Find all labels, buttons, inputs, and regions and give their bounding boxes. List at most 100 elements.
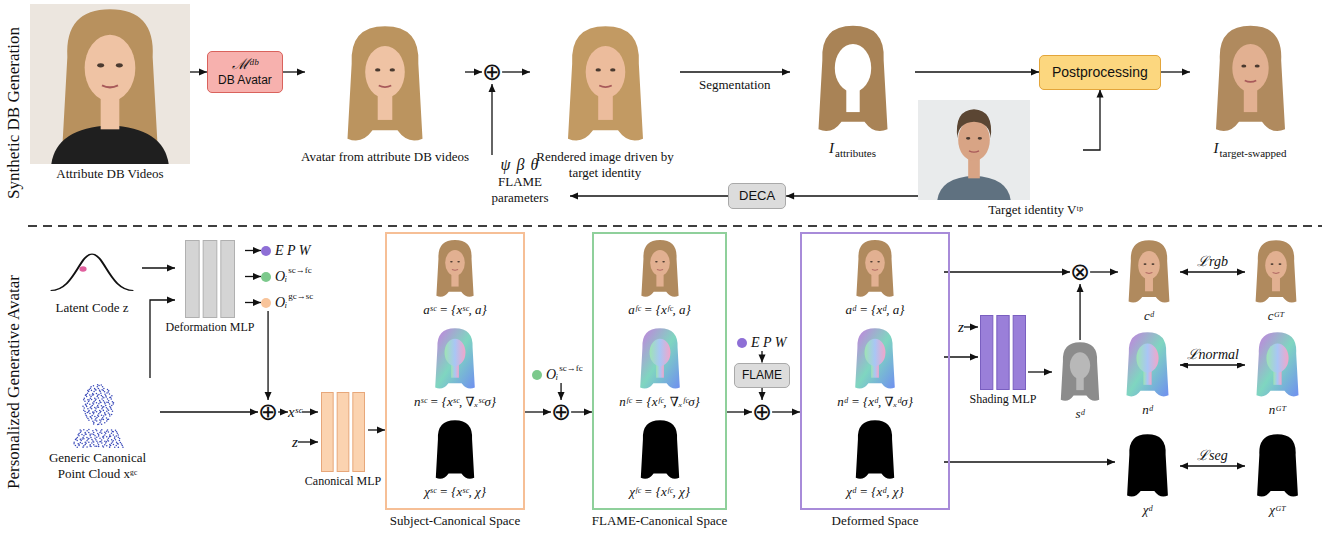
connector [142, 265, 175, 272]
caption: Latent Code z [42, 300, 142, 316]
connector [150, 297, 175, 379]
section-label: Personalized Generative Avatar [4, 275, 23, 489]
connector-line [1079, 284, 1080, 340]
connector [245, 247, 261, 254]
output-label: Oᵢ [275, 268, 287, 285]
space-panel: Subject-Canonical Spaceaˢᶜ = {xˢᶜ, a}nˢᶜ… [385, 232, 525, 510]
connector [964, 324, 978, 331]
operator-symbol: ⊕ [482, 60, 502, 84]
arrow-head [584, 409, 592, 416]
connector [1077, 284, 1084, 340]
connector-line [786, 195, 918, 196]
connector [245, 273, 261, 280]
space-render: aᵈ = {xᵈ, a} [806, 238, 944, 318]
illustration [1245, 432, 1310, 500]
output-label: Oᵢ [275, 294, 287, 311]
arrow-head [199, 69, 207, 76]
caption-text: I [1214, 139, 1219, 157]
space-panel: FLAME-Canonical Spaceaᶠᶜ = {xᶠᶜ, a}nᶠᶜ =… [592, 232, 727, 510]
output-image: nᵈ [1115, 330, 1180, 418]
illustration [844, 238, 906, 300]
sum-operator: ⊕ [258, 400, 278, 424]
caption: Generic Canonical Point Cloud xᵍᶜ [35, 450, 160, 482]
driven-render: Rendered image driven by target identity [530, 22, 680, 181]
mlp-block: Deformation MLP [175, 240, 245, 335]
arrow-head [1180, 269, 1188, 276]
connector [160, 409, 258, 416]
arrow-head [1237, 269, 1245, 276]
illustration [1115, 432, 1180, 500]
connector [190, 69, 207, 76]
connector [558, 383, 565, 400]
arrow-head [786, 193, 794, 200]
arrow-head [167, 265, 175, 272]
offset-output: Oᵢsc→fc [532, 366, 583, 383]
arrow-head [280, 409, 288, 416]
operator-symbol: ⊗ [1070, 260, 1090, 284]
box-text: DB Avatar [218, 73, 272, 88]
connector-line [150, 300, 175, 378]
point-label: xˢᶜ [288, 403, 302, 421]
arrow-head [970, 324, 978, 331]
space-render: aˢᶜ = {xˢᶜ, a} [391, 238, 519, 318]
arrow-head [1062, 269, 1070, 276]
arrow-head [558, 392, 565, 400]
caption-text: nᵈ [1142, 402, 1153, 418]
caption-text: aᵈ = {xᵈ, a} [845, 302, 904, 318]
mlp-layers [185, 240, 235, 318]
section-label-wrap: Personalized Generative Avatar [3, 232, 25, 532]
caption: nˢᶜ = {xˢᶜ, ∇ₓˢᶜσ} [391, 394, 519, 410]
arrow-head [792, 409, 800, 416]
connector-line [267, 311, 268, 400]
label-text: xˢᶜ [288, 403, 302, 421]
edge-label-wrap: ℒseg [1195, 446, 1230, 464]
avatar-render: Avatar from attribute DB videos [305, 22, 465, 165]
edge-label-wrap: Segmentation [697, 75, 773, 93]
arrow-head [570, 193, 578, 200]
illustration [30, 4, 190, 164]
connector-line [160, 411, 258, 412]
connector [1090, 269, 1118, 276]
caption-text: Attribute DB Videos [56, 166, 163, 182]
illustration [844, 326, 906, 392]
arrow-head [1044, 369, 1052, 376]
panel-caption: Deformed Space [832, 513, 919, 528]
caption: χᵈ = {xᵈ, χ} [806, 484, 944, 500]
space-render: nᵈ = {xᵈ, ∇ₓᵈσ} [806, 326, 944, 410]
arrow-head [474, 69, 482, 76]
caption: cᴳᵀ [1245, 308, 1307, 324]
caption-text: sᵈ [1075, 406, 1084, 422]
caption: Iattributes [790, 139, 915, 157]
caption-text: Shading MLP [970, 392, 1037, 407]
encoder-box: DECA [728, 183, 786, 209]
arrow-head [744, 409, 752, 416]
illustration [844, 418, 906, 482]
caption: nᵈ [1115, 402, 1180, 418]
caption: Deformation MLP [175, 320, 245, 335]
param-output: E P W [737, 334, 787, 351]
illustration [1245, 238, 1307, 306]
connector-line [1180, 465, 1245, 466]
connector [298, 439, 318, 446]
bullet-dot [261, 298, 271, 308]
bullet-dot [737, 338, 747, 348]
edge-label: ℒseg [1197, 448, 1228, 463]
caption-text: Rendered image driven by target identity [530, 149, 680, 181]
space-panel: Deformed Spaceaᵈ = {xᵈ, a}nᵈ = {xᵈ, ∇ₓᵈσ… [800, 232, 950, 510]
caption-text: χᶠᶜ = {xᶠᶜ, χ} [629, 484, 690, 500]
sum-operator: ⊕ [752, 400, 772, 424]
latent-label: z [958, 318, 964, 336]
arrow-head [265, 392, 272, 400]
caption-wrap: Deformed Space [832, 511, 919, 529]
caption: Itarget-swapped [1190, 139, 1310, 157]
latent-label: z [292, 433, 298, 451]
illustration [1115, 330, 1180, 400]
caption-text: nᵈ = {xᵈ, ∇ₓᵈσ} [837, 394, 913, 410]
illustration [1193, 22, 1308, 137]
arrow-head [1107, 459, 1115, 466]
panel-caption: FLAME-Canonical Space [592, 513, 727, 528]
arrow-head [759, 355, 766, 363]
label-text: ψ β θ [470, 155, 570, 174]
caption-text: χˢᶜ = {xˢᶜ, χ} [424, 484, 486, 500]
illustration [1118, 238, 1180, 306]
